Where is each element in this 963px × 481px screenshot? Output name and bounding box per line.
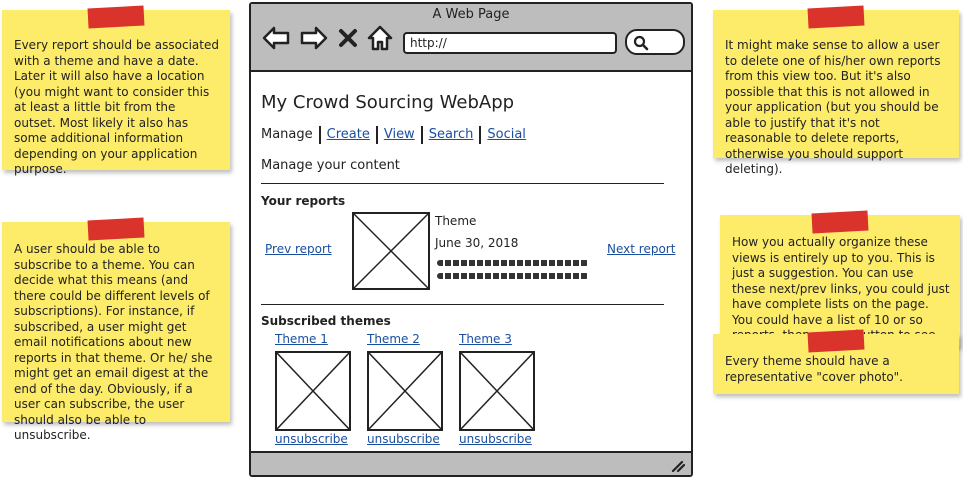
theme-link[interactable]: Theme 1 (275, 332, 328, 346)
next-report-link[interactable]: Next report (607, 242, 676, 256)
close-icon[interactable] (337, 24, 359, 52)
report-image-placeholder (352, 212, 430, 290)
note-bottom-right: Every theme should have a representative… (713, 329, 959, 394)
tape (811, 210, 869, 234)
url-bar[interactable]: http:// (403, 32, 617, 54)
tape (807, 329, 865, 353)
note-text: It might make sense to allow a user to d… (725, 38, 941, 176)
back-arrow-icon[interactable] (261, 24, 291, 52)
browser-status-bar (251, 451, 691, 475)
tape (87, 217, 145, 241)
tape (807, 5, 865, 29)
page-subtitle: Manage your content (261, 158, 400, 173)
nav-social[interactable]: Social (487, 127, 526, 142)
search-icon (633, 35, 649, 51)
report-details-scribble (437, 273, 589, 279)
unsubscribe-link[interactable]: unsubscribe (459, 432, 532, 446)
window-title: A Web Page (432, 7, 510, 22)
subscribed-heading: Subscribed themes (261, 314, 391, 328)
search-box[interactable] (625, 29, 685, 55)
note-text: A user should be able to subscribe to a … (14, 242, 213, 442)
note-text: Every theme should have a representative… (725, 354, 903, 384)
resize-grip-icon[interactable] (669, 458, 685, 472)
divider (261, 304, 664, 305)
browser-toolbar: A Web Page http:// (251, 4, 691, 72)
theme-cover-placeholder (275, 351, 351, 431)
reports-heading: Your reports (261, 194, 346, 208)
browser-window: A Web Page http:// My Crowd Sourcing Web… (249, 2, 693, 477)
page-content: My Crowd Sourcing WebApp Manage Create V… (251, 4, 691, 475)
note-top-right: It might make sense to allow a user to d… (713, 5, 959, 176)
nav-create[interactable]: Create (321, 126, 378, 144)
note-text: Every report should be associated with a… (14, 38, 219, 176)
theme-link[interactable]: Theme 3 (459, 332, 512, 346)
nav-view[interactable]: View (378, 126, 423, 144)
note-middle-right: How you actually organize these views is… (720, 210, 960, 358)
theme-link[interactable]: Theme 2 (367, 332, 420, 346)
app-title: My Crowd Sourcing WebApp (261, 92, 515, 113)
nav-manage[interactable]: Manage (261, 126, 321, 144)
report-theme: Theme (435, 214, 477, 228)
main-nav: Manage Create View Search Social (261, 126, 532, 144)
unsubscribe-link[interactable]: unsubscribe (367, 432, 440, 446)
note-top-left: Every report should be associated with a… (2, 5, 230, 176)
tape (87, 5, 145, 29)
divider (261, 183, 664, 184)
theme-cover-placeholder (459, 351, 535, 431)
note-bottom-left: A user should be able to subscribe to a … (2, 217, 230, 442)
home-icon[interactable] (365, 24, 395, 52)
report-details-scribble (437, 260, 589, 266)
forward-arrow-icon[interactable] (299, 24, 329, 52)
prev-report-link[interactable]: Prev report (265, 242, 332, 256)
unsubscribe-link[interactable]: unsubscribe (275, 432, 348, 446)
nav-search[interactable]: Search (423, 126, 482, 144)
report-date: June 30, 2018 (435, 236, 519, 250)
theme-cover-placeholder (367, 351, 443, 431)
